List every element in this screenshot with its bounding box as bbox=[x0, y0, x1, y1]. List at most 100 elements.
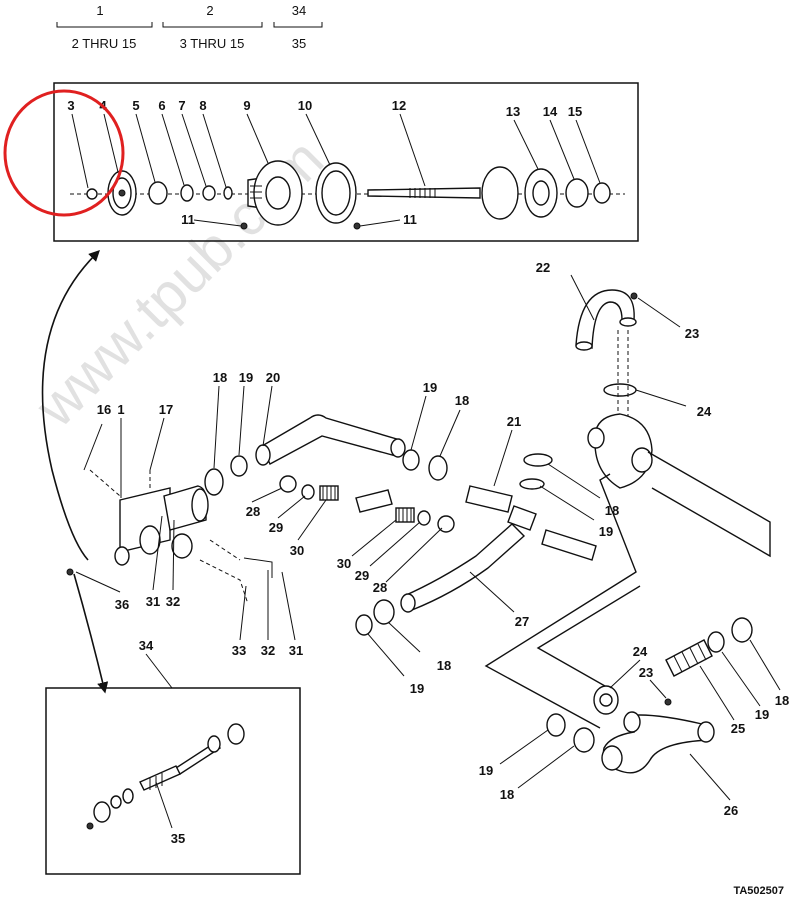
part-29-seal-upper bbox=[301, 484, 315, 500]
callout-16: 16 bbox=[97, 402, 111, 417]
callout-17: 17 bbox=[159, 402, 173, 417]
highlight-circle bbox=[3, 89, 125, 217]
arrow-to-bottom-box bbox=[73, 573, 109, 694]
part-10-gasket bbox=[315, 162, 357, 224]
callout-24-low: 24 bbox=[633, 644, 648, 659]
callout-11-left: 11 bbox=[181, 212, 195, 227]
callout-9: 9 bbox=[243, 98, 250, 113]
callout-3: 3 bbox=[67, 98, 74, 113]
callout-7: 7 bbox=[178, 98, 185, 113]
callout-19-right: 19 bbox=[755, 707, 769, 722]
header-col-2-index: 2 bbox=[206, 3, 213, 18]
part-30-spring-lower bbox=[395, 507, 415, 523]
part-5 bbox=[148, 181, 168, 205]
callout-18-ul: 18 bbox=[213, 370, 227, 385]
callout-6: 6 bbox=[158, 98, 165, 113]
callout-28-lower: 28 bbox=[373, 580, 387, 595]
part-21-pipe bbox=[465, 485, 513, 513]
part-9-housing bbox=[247, 160, 303, 226]
header-col-2-bracket bbox=[162, 22, 263, 28]
callout-33: 33 bbox=[232, 643, 246, 658]
part-12-shaft bbox=[367, 166, 519, 220]
part-19-seal-right bbox=[707, 631, 725, 653]
part-18-clamp-low bbox=[373, 599, 395, 625]
piping-assembly: 22 23 24 16 1 17 18 19 20 19 18 21 18 19… bbox=[66, 260, 771, 729]
callout-19-ul: 19 bbox=[239, 370, 253, 385]
callout-29-upper: 29 bbox=[269, 520, 283, 535]
callout-18-low: 18 bbox=[437, 658, 451, 673]
callout-19-bottom: 19 bbox=[479, 763, 493, 778]
callout-30-lower: 30 bbox=[337, 556, 351, 571]
callout-34: 34 bbox=[139, 638, 154, 653]
callout-18-right: 18 bbox=[775, 693, 789, 708]
arrow-to-top-box bbox=[41, 250, 100, 561]
part-19-seal-ul bbox=[230, 455, 248, 477]
header-col-3-bracket bbox=[273, 22, 323, 28]
callout-32-right: 32 bbox=[261, 643, 275, 658]
callout-19-mid: 19 bbox=[599, 524, 613, 539]
callout-12: 12 bbox=[392, 98, 406, 113]
part-7 bbox=[202, 185, 216, 201]
callout-32-left: 32 bbox=[166, 594, 180, 609]
top-assembly-box: 3 4 5 6 7 8 9 10 12 13 14 15 11 11 bbox=[53, 82, 639, 242]
callout-19-low: 19 bbox=[410, 681, 424, 696]
callout-28-upper: 28 bbox=[246, 504, 260, 519]
callout-11-right: 11 bbox=[403, 212, 417, 227]
part-11-screw-left bbox=[240, 222, 248, 230]
callout-1: 1 bbox=[117, 402, 124, 417]
callout-19-um: 19 bbox=[423, 380, 437, 395]
callout-23: 23 bbox=[685, 326, 699, 341]
part-19-seal-bottom bbox=[546, 713, 566, 737]
part-23-screw-top bbox=[630, 292, 638, 300]
header-col-1-range: 2 THRU 15 bbox=[72, 36, 137, 51]
callout-23-low: 23 bbox=[639, 665, 653, 680]
callout-10: 10 bbox=[298, 98, 312, 113]
part-29-seal-lower bbox=[417, 510, 431, 526]
part-19-seal-low bbox=[355, 614, 373, 636]
part-6 bbox=[180, 184, 194, 202]
part-23-screw-low bbox=[664, 698, 672, 706]
callout-18-mid: 18 bbox=[605, 503, 619, 518]
part-11-screw-right bbox=[353, 222, 361, 230]
part-19-seal-mid bbox=[519, 478, 545, 490]
callout-18-um: 18 bbox=[455, 393, 469, 408]
part-14 bbox=[565, 178, 589, 208]
header-col-3-range: 35 bbox=[292, 36, 306, 51]
part-26-elbow bbox=[601, 711, 715, 774]
callout-18-bottom: 18 bbox=[500, 787, 514, 802]
figure-code: TA502507 bbox=[733, 885, 784, 897]
callout-22: 22 bbox=[536, 260, 550, 275]
part-18-clamp-right bbox=[731, 617, 753, 643]
part-1-valve-body bbox=[119, 485, 209, 559]
callout-36: 36 bbox=[115, 597, 129, 612]
outlet-assembly: 24 23 25 19 18 19 18 26 bbox=[479, 617, 789, 818]
part-18-clamp-um bbox=[428, 455, 448, 481]
part-36-handwheel bbox=[114, 546, 130, 566]
callout-25: 25 bbox=[731, 721, 745, 736]
part-28-flange-upper bbox=[279, 475, 297, 493]
pump-body bbox=[587, 413, 653, 489]
header-table: 1 2 THRU 15 2 3 THRU 15 34 35 bbox=[56, 3, 323, 51]
callout-8: 8 bbox=[199, 98, 206, 113]
callout-20: 20 bbox=[266, 370, 280, 385]
callout-13: 13 bbox=[506, 104, 520, 119]
callout-29-lower: 29 bbox=[355, 568, 369, 583]
callout-31-left: 31 bbox=[146, 594, 160, 609]
part-18-clamp-bottom bbox=[573, 727, 595, 753]
part-24-gasket-low bbox=[593, 685, 619, 715]
part-27-hose bbox=[403, 523, 526, 611]
part-15 bbox=[593, 182, 611, 204]
callout-14: 14 bbox=[543, 104, 558, 119]
callout-27: 27 bbox=[515, 614, 529, 629]
part-13 bbox=[524, 168, 558, 218]
header-col-1-bracket bbox=[56, 22, 153, 28]
part-18-clamp-mid bbox=[523, 453, 553, 467]
part-30-spring-upper bbox=[319, 485, 339, 501]
part-19-seal-um bbox=[402, 449, 420, 471]
callout-31-right: 31 bbox=[289, 643, 303, 658]
part-18-clamp-ul bbox=[204, 468, 224, 496]
part-24-gasket-top bbox=[603, 383, 637, 397]
header-col-3-index: 34 bbox=[292, 3, 306, 18]
header-col-2-range: 3 THRU 15 bbox=[180, 36, 245, 51]
